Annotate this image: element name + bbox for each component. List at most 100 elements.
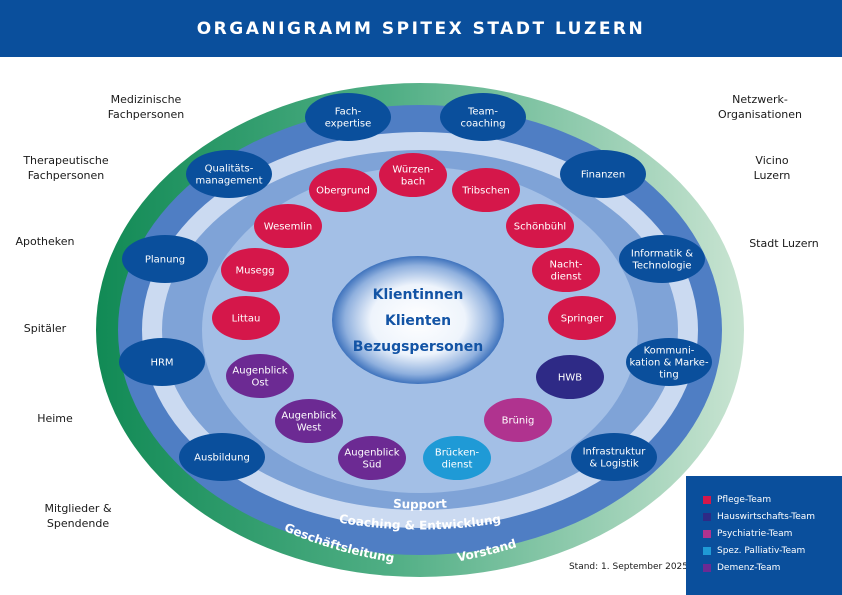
team-wesemlin-bubble (254, 204, 322, 248)
team-nachtdienst: Nacht-dienst (532, 248, 600, 292)
legend-item-psychiatrie: Psychiatrie-Team (703, 528, 792, 540)
team-nachtdienst-label: Nacht- (550, 260, 583, 271)
page-title: ORGANIGRAMM SPITEX STADT LUZERN (196, 18, 646, 39)
support-unit-ausbildung-bubble (179, 433, 265, 481)
team-obergrund-label: Obergrund (316, 186, 370, 197)
support-unit-qualitaetsmanagement-label: management (196, 176, 263, 187)
legend-label-hauswirtschaft: Hauswirtschafts-Team (717, 512, 816, 522)
support-unit-kommunikation-label: Kommuni- (644, 346, 695, 357)
team-brueckendienst-label: dienst (442, 460, 473, 471)
external-mitglieder-spendende: Mitglieder & Spendende (44, 502, 112, 530)
external-vicino-luzern: Vicino Luzern (753, 154, 791, 182)
support-unit-planung-label: Planung (145, 255, 185, 266)
team-wuerzenbach-label: Würzen- (392, 165, 434, 176)
external-spitaeler: Spitäler (23, 322, 67, 335)
team-hwb-bubble (536, 355, 604, 399)
support-unit-fachexpertise: Fach-expertise (305, 93, 391, 141)
team-tribschen-label: Tribschen (461, 186, 509, 197)
legend-item-palliativ: Spez. Palliativ-Team (703, 545, 805, 557)
team-brueckendienst-bubble (423, 436, 491, 480)
team-musegg-label: Musegg (235, 266, 274, 277)
header-bar: ORGANIGRAMM SPITEX STADT LUZERN (0, 0, 842, 57)
legend-label-pflege: Pflege-Team (717, 495, 772, 505)
team-schoenbuehl-label: Schönbühl (514, 222, 566, 233)
team-tribschen: Tribschen (452, 168, 520, 212)
team-nachtdienst-label: dienst (551, 272, 582, 283)
ring-label-coaching: Coaching & Entwicklung (338, 512, 502, 533)
team-hwb: HWB (536, 355, 604, 399)
support-unit-qualitaetsmanagement-label: Qualitäts- (205, 164, 254, 175)
team-springer: Springer (548, 296, 616, 340)
team-augenblick-west-label: West (297, 423, 322, 434)
external-netzwerk-organisationen: Netzwerk- Organisationen (717, 93, 803, 121)
legend-label-demenz: Demenz-Team (717, 563, 781, 573)
legend-item-demenz: Demenz-Team (703, 562, 780, 574)
team-wesemlin: Wesemlin (254, 204, 322, 248)
legend-swatch-psychiatrie (703, 530, 711, 538)
team-augenblick-sued-label: Süd (362, 460, 381, 471)
external-heime: Heime (37, 412, 73, 425)
legend-swatch-hauswirtschaft (703, 513, 711, 521)
team-nachtdienst-bubble (532, 248, 600, 292)
external-therapeutische-fachpersonen: Therapeutische Fachpersonen (23, 154, 109, 182)
legend-label-psychiatrie: Psychiatrie-Team (717, 529, 793, 539)
external-medizinische-fachpersonen: Medizinische Fachpersonen (107, 93, 185, 121)
team-springer-label: Springer (561, 314, 604, 325)
stand-date: Stand: 1. September 2025 (568, 562, 688, 572)
team-schoenbuehl-bubble (506, 204, 574, 248)
support-units: Fach-expertise Team-coachingQualitäts-man… (119, 93, 712, 481)
support-unit-infrastruktur-bubble (571, 433, 657, 481)
support-unit-fachexpertise-bubble (305, 93, 391, 141)
support-unit-ausbildung: Ausbildung (179, 433, 265, 481)
legend-swatch-pflege (703, 496, 711, 504)
team-schoenbuehl: Schönbühl (506, 204, 574, 248)
team-littau-bubble (212, 296, 280, 340)
support-unit-kommunikation: Kommuni-kation & Marke-ting (626, 338, 712, 386)
team-musegg-bubble (221, 248, 289, 292)
legend-label-palliativ: Spez. Palliativ-Team (717, 546, 806, 556)
team-augenblick-ost-label: Ost (251, 378, 268, 389)
support-unit-fachexpertise-label: expertise (325, 119, 372, 130)
team-obergrund: Obergrund (309, 168, 377, 212)
support-unit-informatik-label: Informatik & (631, 249, 693, 260)
team-wesemlin-label: Wesemlin (264, 222, 312, 233)
support-unit-informatik-bubble (619, 235, 705, 283)
support-unit-hrm-label: HRM (150, 358, 173, 369)
team-wuerzenbach-label: bach (401, 177, 425, 188)
support-unit-planung-bubble (122, 235, 208, 283)
support-unit-hrm: HRM (119, 338, 205, 386)
support-unit-informatik: Informatik &Technologie (619, 235, 705, 283)
team-augenblick-west-label: Augenblick (281, 411, 336, 422)
legend-swatch-demenz (703, 564, 711, 572)
support-unit-fachexpertise-label: Fach- (335, 107, 362, 118)
support-unit-teamcoaching-label: coaching (460, 119, 505, 130)
team-brueckendienst: Brücken-dienst (423, 436, 491, 480)
support-unit-teamcoaching-bubble (440, 93, 526, 141)
support-unit-teamcoaching-label: Team- (467, 107, 498, 118)
support-unit-qualitaetsmanagement: Qualitäts-management (186, 150, 272, 198)
support-unit-kommunikation-label: kation & Marke- (629, 358, 709, 369)
ring-label-support: Support (393, 496, 448, 511)
team-wuerzenbach: Würzen-bach (379, 153, 447, 197)
center-line-3: Bezugspersonen (353, 339, 483, 355)
legend-item-hauswirtschaft: Hauswirtschafts-Team (703, 511, 815, 523)
external-stadt-luzern: Stadt Luzern (749, 237, 819, 250)
legend-swatch-palliativ (703, 547, 711, 555)
team-bruenig-bubble (484, 398, 552, 442)
external-apotheken: Apotheken (15, 235, 75, 248)
team-obergrund-bubble (309, 168, 377, 212)
team-bruenig-label: Brünig (502, 416, 535, 427)
support-unit-teamcoaching: Team-coaching (440, 93, 526, 141)
support-unit-planung: Planung (122, 235, 208, 283)
support-unit-finanzen-bubble (560, 150, 646, 198)
support-unit-kommunikation-bubble (626, 338, 712, 386)
support-unit-kommunikation-label: ting (659, 370, 678, 381)
team-springer-bubble (548, 296, 616, 340)
center-ellipse (332, 256, 504, 384)
legend-item-pflege: Pflege-Team (703, 494, 771, 506)
support-unit-qualitaetsmanagement-bubble (186, 150, 272, 198)
team-musegg: Musegg (221, 248, 289, 292)
